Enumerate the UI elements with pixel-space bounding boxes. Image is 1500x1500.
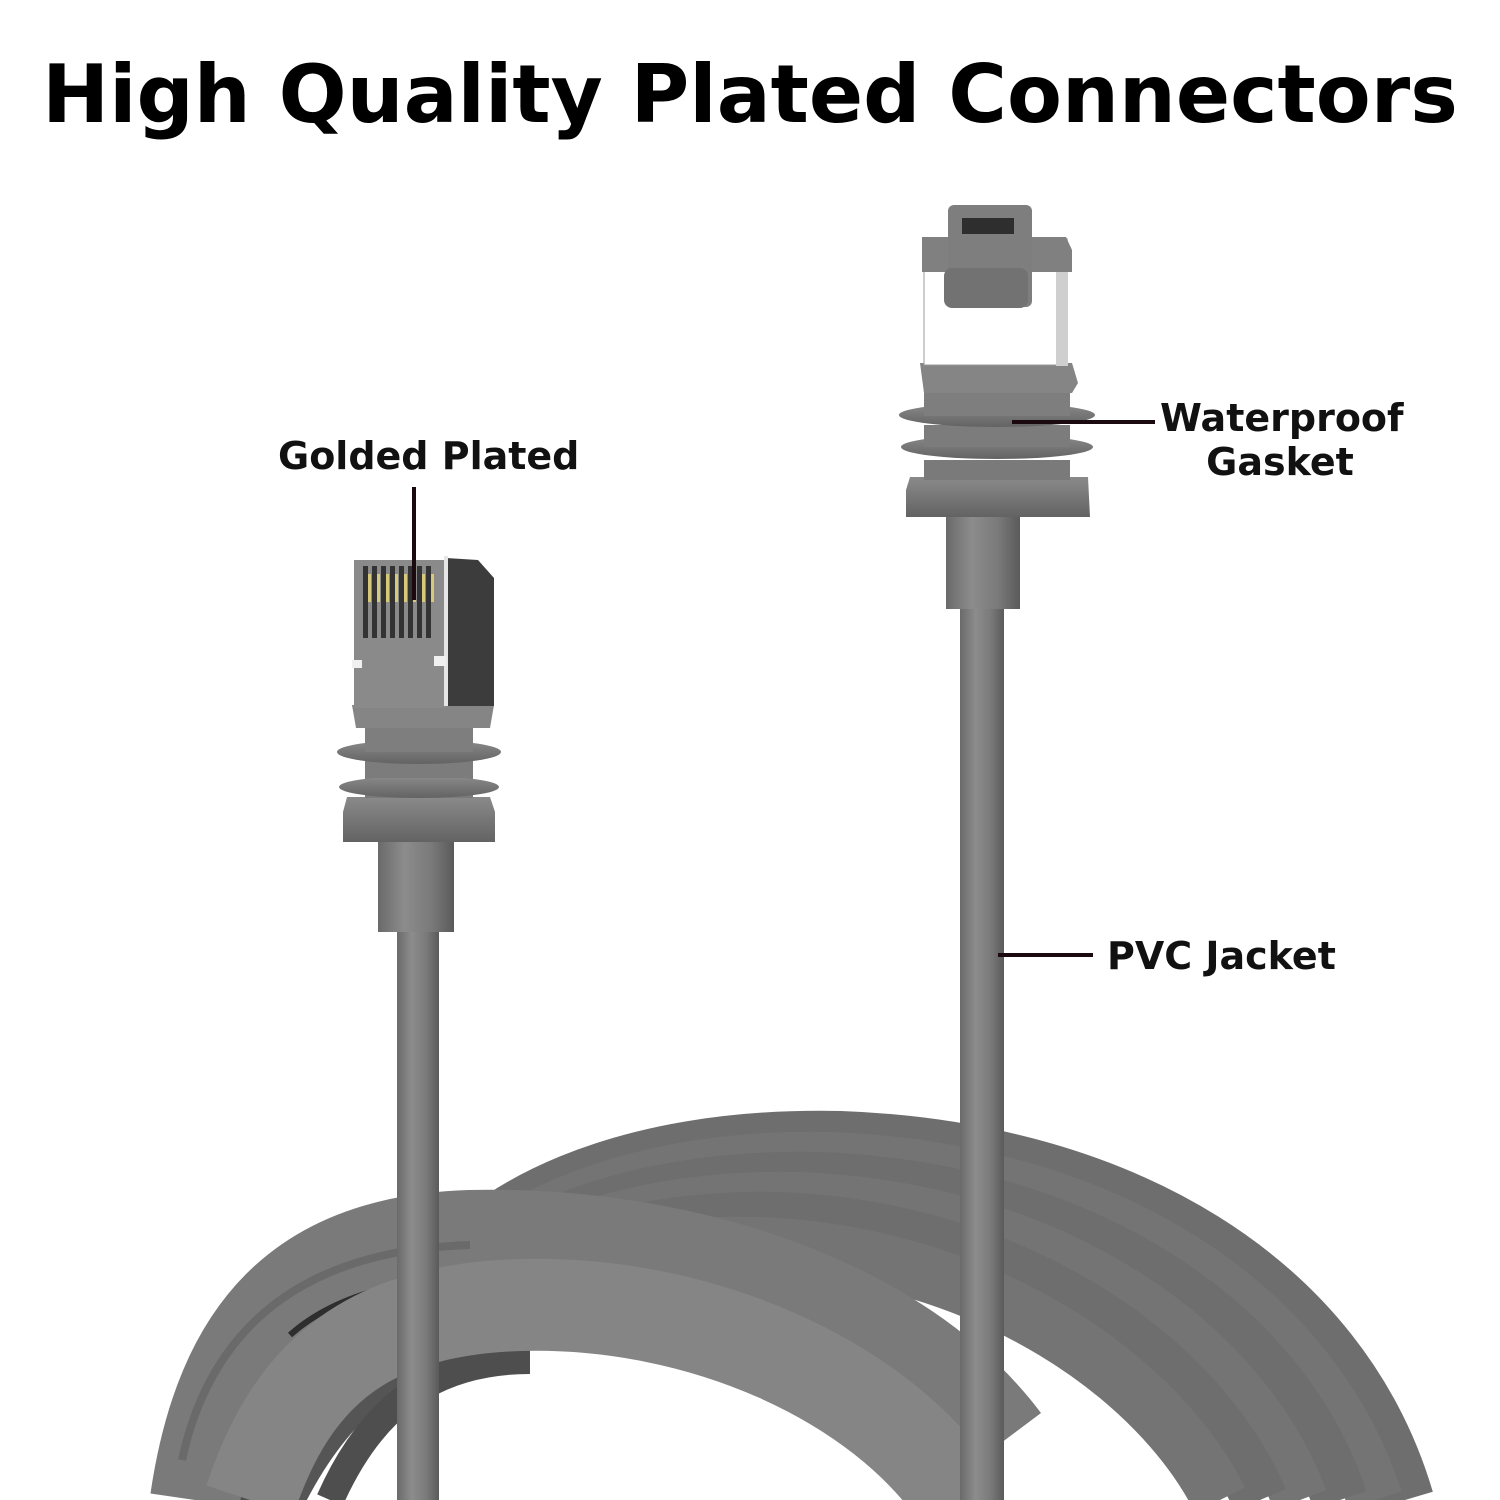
callout-pvc-jacket: PVC Jacket [1107, 934, 1336, 978]
right-connector [899, 205, 1095, 1500]
callout-waterproof-gasket-line2: Gasket [1206, 440, 1354, 484]
page-title: High Quality Plated Connectors [42, 48, 1458, 141]
gold-contacts-icon [363, 566, 434, 638]
callout-golded-plated: Golded Plated [278, 434, 580, 478]
callout-waterproof-gasket-line1: Waterproof [1160, 396, 1404, 440]
callout-waterproof-gasket: Waterproof Gasket [1160, 396, 1404, 484]
leader-lines [412, 420, 1155, 957]
cable-coil [150, 1110, 1433, 1500]
left-connector [337, 556, 501, 1500]
